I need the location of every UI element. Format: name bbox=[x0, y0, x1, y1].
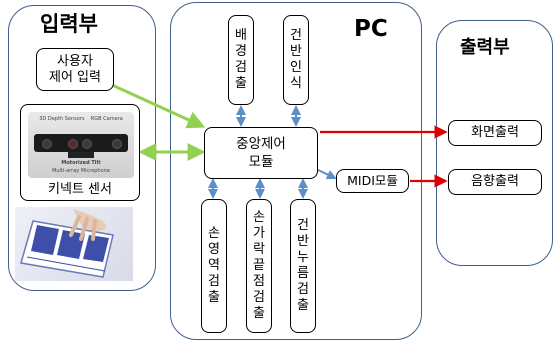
input-unit-title: 입력부 bbox=[40, 12, 98, 36]
fingertip-detect-box: 손 가 락 끝 점 검 출 bbox=[246, 199, 272, 333]
pc-unit-title: PC bbox=[354, 16, 388, 42]
screen-output-box: 화면출력 bbox=[448, 120, 542, 146]
kinect-sensor-image: 3D Depth Sensors RGB Camera Motorized Ti… bbox=[28, 112, 134, 178]
kinect-sensor-label: 키넥트 센서 bbox=[48, 182, 112, 197]
sound-output-box: 음향출력 bbox=[448, 169, 542, 195]
output-unit-title: 출력부 bbox=[460, 37, 510, 58]
hand-region-detect-box: 손 영 역 검 출 bbox=[201, 199, 227, 333]
central-control-module-box: 중앙제어 모듈 bbox=[204, 127, 318, 179]
keyboard-recognition-box: 건 반 인 식 bbox=[283, 15, 309, 105]
arrow-central-midi bbox=[317, 169, 337, 180]
key-press-detect-box: 건 반 누 름 검 출 bbox=[290, 199, 316, 333]
user-control-input-box: 사용자 제어 입력 bbox=[36, 48, 114, 91]
background-detect-box: 배 경 검 출 bbox=[228, 15, 254, 105]
paper-piano-photo bbox=[15, 207, 133, 281]
arrow-user-to-central bbox=[111, 83, 206, 129]
midi-module-box: MIDI모듈 bbox=[336, 169, 409, 193]
